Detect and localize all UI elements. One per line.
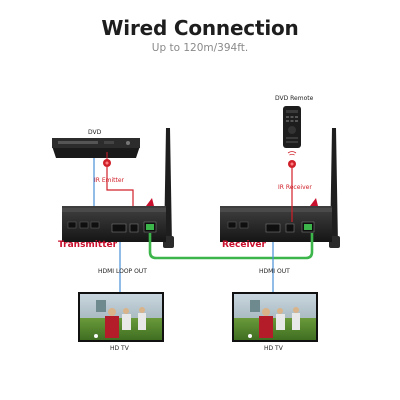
ir-emitter-label: IR Emitter bbox=[94, 177, 125, 184]
receiver-box bbox=[220, 198, 332, 242]
dvd-player bbox=[52, 138, 140, 158]
ir-receiver-label: IR Receiver bbox=[278, 184, 312, 191]
hdmi-loop-out-label: HDMI LOOP OUT bbox=[98, 268, 147, 275]
page-subtitle: Up to 120m/394ft. bbox=[151, 42, 249, 54]
dvd-remote-label: DVD Remote bbox=[275, 95, 314, 102]
hd-tv-left bbox=[78, 292, 164, 342]
hdmi-out-label: HDMI OUT bbox=[259, 268, 290, 275]
transmitter-label: Transmitter bbox=[58, 240, 118, 250]
receiver-label: Receiver bbox=[222, 240, 266, 250]
ir-emitter-icon bbox=[103, 152, 111, 167]
dvd-remote bbox=[283, 106, 301, 148]
hd-tv-right bbox=[232, 292, 318, 342]
ethernet-cable bbox=[148, 233, 314, 260]
dvd-label: DVD bbox=[88, 129, 102, 136]
ir-signal-icon bbox=[287, 151, 297, 156]
hd-tv-left-label: HD TV bbox=[110, 345, 129, 352]
ir-receiver-icon bbox=[288, 160, 296, 168]
page-title: Wired Connection bbox=[101, 16, 299, 40]
transmitter-box bbox=[62, 198, 166, 242]
hd-tv-right-label: HD TV bbox=[264, 345, 283, 352]
